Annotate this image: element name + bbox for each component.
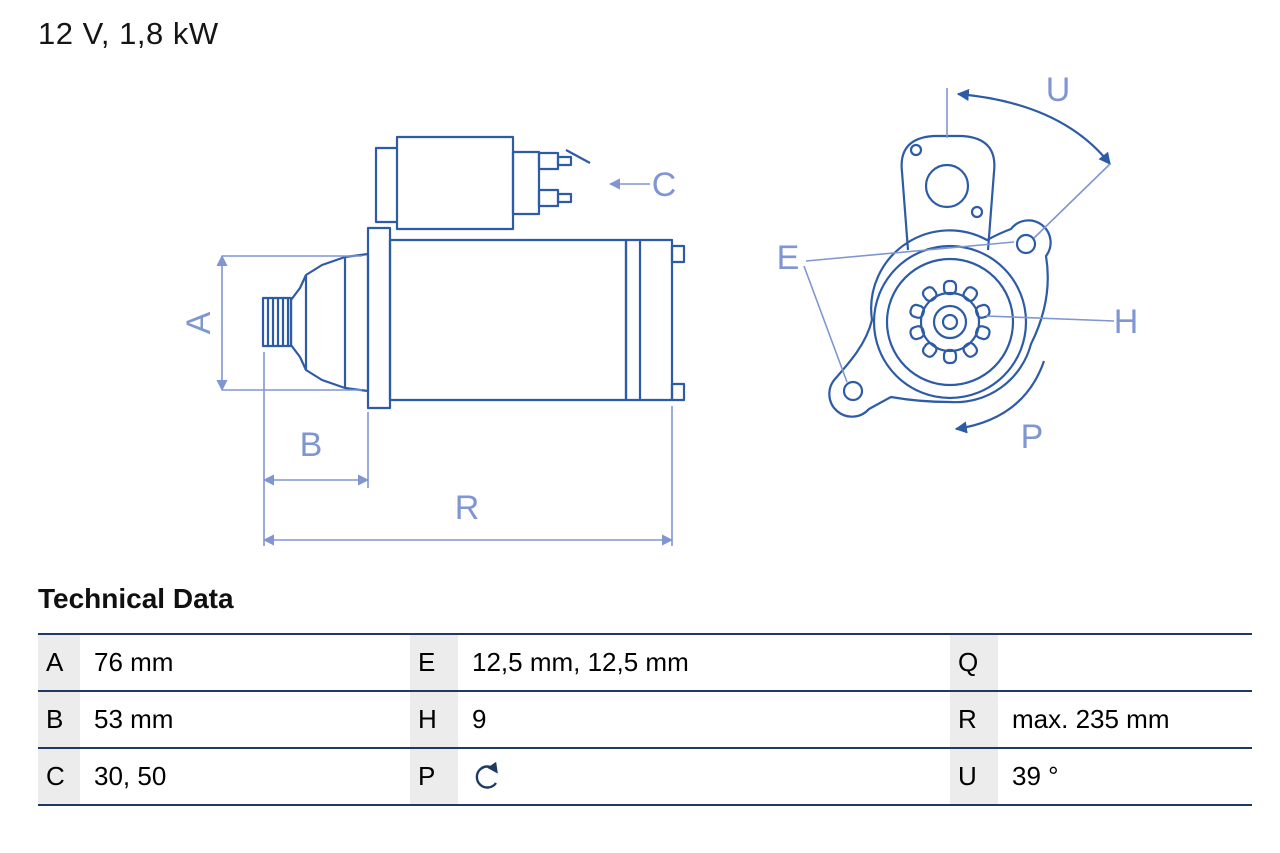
dimension-u: U bbox=[946, 71, 1111, 239]
motor-housing-front bbox=[872, 244, 1028, 400]
spec-label-b: B bbox=[38, 692, 80, 747]
dim-label-a: A bbox=[180, 311, 218, 334]
dim-label-u: U bbox=[1046, 71, 1071, 109]
spec-value-b: 53 mm bbox=[80, 692, 410, 747]
flange-hole-top-right bbox=[1015, 233, 1037, 255]
drive-end-housing bbox=[289, 252, 370, 393]
pinion-gear bbox=[261, 296, 293, 348]
spec-value-e: 12,5 mm, 12,5 mm bbox=[458, 635, 950, 690]
spec-value-r: max. 235 mm bbox=[998, 692, 1252, 747]
end-cap bbox=[624, 238, 686, 402]
page-title: 12 V, 1,8 kW bbox=[38, 16, 219, 51]
spec-value-c: 30, 50 bbox=[80, 749, 410, 804]
dimension-c: C bbox=[608, 166, 677, 204]
spec-label-u: U bbox=[950, 749, 998, 804]
dim-label-c: C bbox=[652, 166, 677, 204]
dim-label-p: P bbox=[1021, 418, 1044, 456]
table-row: B 53 mm H 9 R max. 235 mm bbox=[38, 690, 1252, 747]
technical-data-heading: Technical Data bbox=[38, 583, 234, 614]
dimension-a: A bbox=[180, 254, 362, 392]
motor-body bbox=[388, 238, 628, 402]
spec-value-u: 39 ° bbox=[998, 749, 1252, 804]
spec-value-a: 76 mm bbox=[80, 635, 410, 690]
spec-value-h: 9 bbox=[458, 692, 950, 747]
starter-motor-technical-drawing: A B R C bbox=[180, 71, 1139, 546]
spec-label-r: R bbox=[950, 692, 998, 747]
spec-label-h: H bbox=[410, 692, 458, 747]
dim-label-r: R bbox=[455, 489, 480, 527]
dim-label-h: H bbox=[1114, 303, 1139, 341]
dimension-e: E bbox=[777, 239, 1015, 383]
dim-label-e: E bbox=[777, 239, 800, 277]
dim-label-b: B bbox=[300, 426, 323, 464]
spec-value-p bbox=[458, 749, 950, 804]
spec-label-e: E bbox=[410, 635, 458, 690]
table-row: C 30, 50 P U 39 ° bbox=[38, 747, 1252, 804]
dimension-b: B bbox=[262, 352, 370, 546]
table-row: A 76 mm E 12,5 mm, 12,5 mm Q bbox=[38, 633, 1252, 690]
rotation-cw-icon bbox=[475, 761, 498, 789]
flange-plate bbox=[828, 219, 1052, 418]
pinion-gear-front bbox=[909, 279, 991, 365]
front-view: U E H P bbox=[777, 71, 1139, 456]
spec-label-p: P bbox=[410, 749, 458, 804]
spec-label-a: A bbox=[38, 635, 80, 690]
spec-label-q: Q bbox=[950, 635, 998, 690]
technical-data-table: A 76 mm E 12,5 mm, 12,5 mm Q B 53 mm H 9… bbox=[38, 633, 1252, 806]
dimension-r: R bbox=[262, 406, 674, 546]
flange-hole-bottom-left bbox=[842, 380, 864, 402]
dimension-h: H bbox=[985, 303, 1139, 341]
top-bracket bbox=[900, 134, 996, 251]
spec-value-q bbox=[998, 635, 1252, 690]
mounting-flange bbox=[366, 226, 392, 410]
side-view: A B R C bbox=[180, 135, 686, 546]
solenoid bbox=[374, 135, 591, 231]
spec-label-c: C bbox=[38, 749, 80, 804]
dimension-p: P bbox=[954, 360, 1046, 456]
